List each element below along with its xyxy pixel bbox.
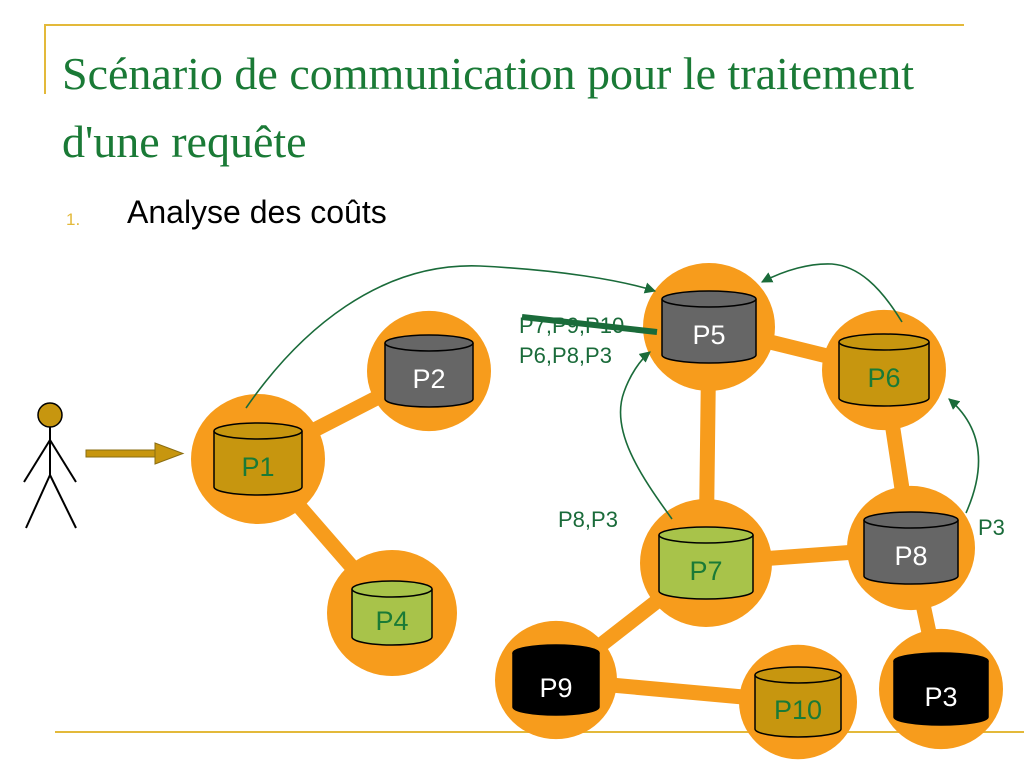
site-p5-body bbox=[661, 299, 757, 364]
site-p8-top bbox=[863, 511, 959, 529]
site-p9-label: P9 bbox=[539, 673, 572, 703]
site-p2-top bbox=[384, 334, 474, 352]
site-p1-top bbox=[213, 422, 303, 440]
site-p4-label: P4 bbox=[375, 606, 408, 636]
site-p6-body bbox=[838, 342, 930, 407]
site-p1: P1 bbox=[213, 422, 303, 496]
list-item-text: Analyse des coûts bbox=[127, 194, 387, 230]
user-arm-right bbox=[49, 439, 77, 483]
arrow-p1-to-p5 bbox=[245, 265, 657, 409]
site-p4: P4 bbox=[351, 580, 433, 646]
site-p8-body bbox=[863, 520, 959, 585]
site-p6-top bbox=[838, 333, 930, 351]
site-p8: P8 bbox=[863, 511, 959, 585]
frame-top-line bbox=[44, 24, 964, 26]
site-p2-label: P2 bbox=[412, 364, 445, 394]
site-p3-top bbox=[893, 652, 989, 670]
annotation-p5-list: P6,P8,P3 bbox=[519, 343, 612, 368]
site-p3-label: P3 bbox=[924, 682, 957, 712]
arrow-p8-to-p6 bbox=[948, 398, 980, 514]
site-p7-label: P7 bbox=[689, 556, 722, 586]
site-p5: P5 bbox=[661, 290, 757, 364]
annotation-p8-list: P3 bbox=[978, 515, 1005, 540]
site-p10-body bbox=[754, 675, 842, 738]
site-p2: P2 bbox=[384, 334, 474, 408]
arrow-p6-to-p5 bbox=[761, 263, 903, 323]
strike-through-line bbox=[521, 314, 658, 335]
user-leg-right bbox=[49, 474, 77, 529]
user-head bbox=[37, 402, 63, 428]
slide-title: Scénario de communication pour le traite… bbox=[62, 48, 914, 167]
site-p5-top bbox=[661, 290, 757, 308]
site-p7-top bbox=[658, 526, 754, 544]
annotation-p7-list: P8,P3 bbox=[558, 507, 618, 532]
message-arrows-layer bbox=[245, 263, 980, 520]
site-p10-top bbox=[754, 666, 842, 684]
site-p5-label: P5 bbox=[692, 320, 725, 350]
site-p4-body bbox=[351, 589, 433, 646]
site-p9-top bbox=[512, 644, 600, 662]
site-p7-body bbox=[658, 535, 754, 600]
site-p6: P6 bbox=[838, 333, 930, 407]
site-p10: P10 bbox=[754, 666, 842, 738]
site-p3-body bbox=[893, 661, 989, 726]
user-request-arrow bbox=[85, 442, 185, 465]
site-p4-top bbox=[351, 580, 433, 598]
site-p6-label: P6 bbox=[867, 363, 900, 393]
user-arm-left bbox=[23, 439, 51, 483]
site-p1-body bbox=[213, 431, 303, 496]
site-p7: P7 bbox=[658, 526, 754, 600]
site-p1-label: P1 bbox=[241, 452, 274, 482]
user-figure bbox=[23, 402, 77, 529]
site-p8-label: P8 bbox=[894, 541, 927, 571]
frame-left-line bbox=[44, 24, 46, 94]
site-p2-body bbox=[384, 343, 474, 408]
user-leg-left bbox=[25, 474, 51, 529]
site-p10-label: P10 bbox=[774, 695, 822, 725]
site-p9: P9 bbox=[512, 644, 600, 716]
site-p3: P3 bbox=[893, 652, 989, 726]
site-p9-body bbox=[512, 653, 600, 716]
list-marker: 1. bbox=[66, 210, 81, 229]
arrow-p7-to-p5 bbox=[619, 351, 673, 520]
